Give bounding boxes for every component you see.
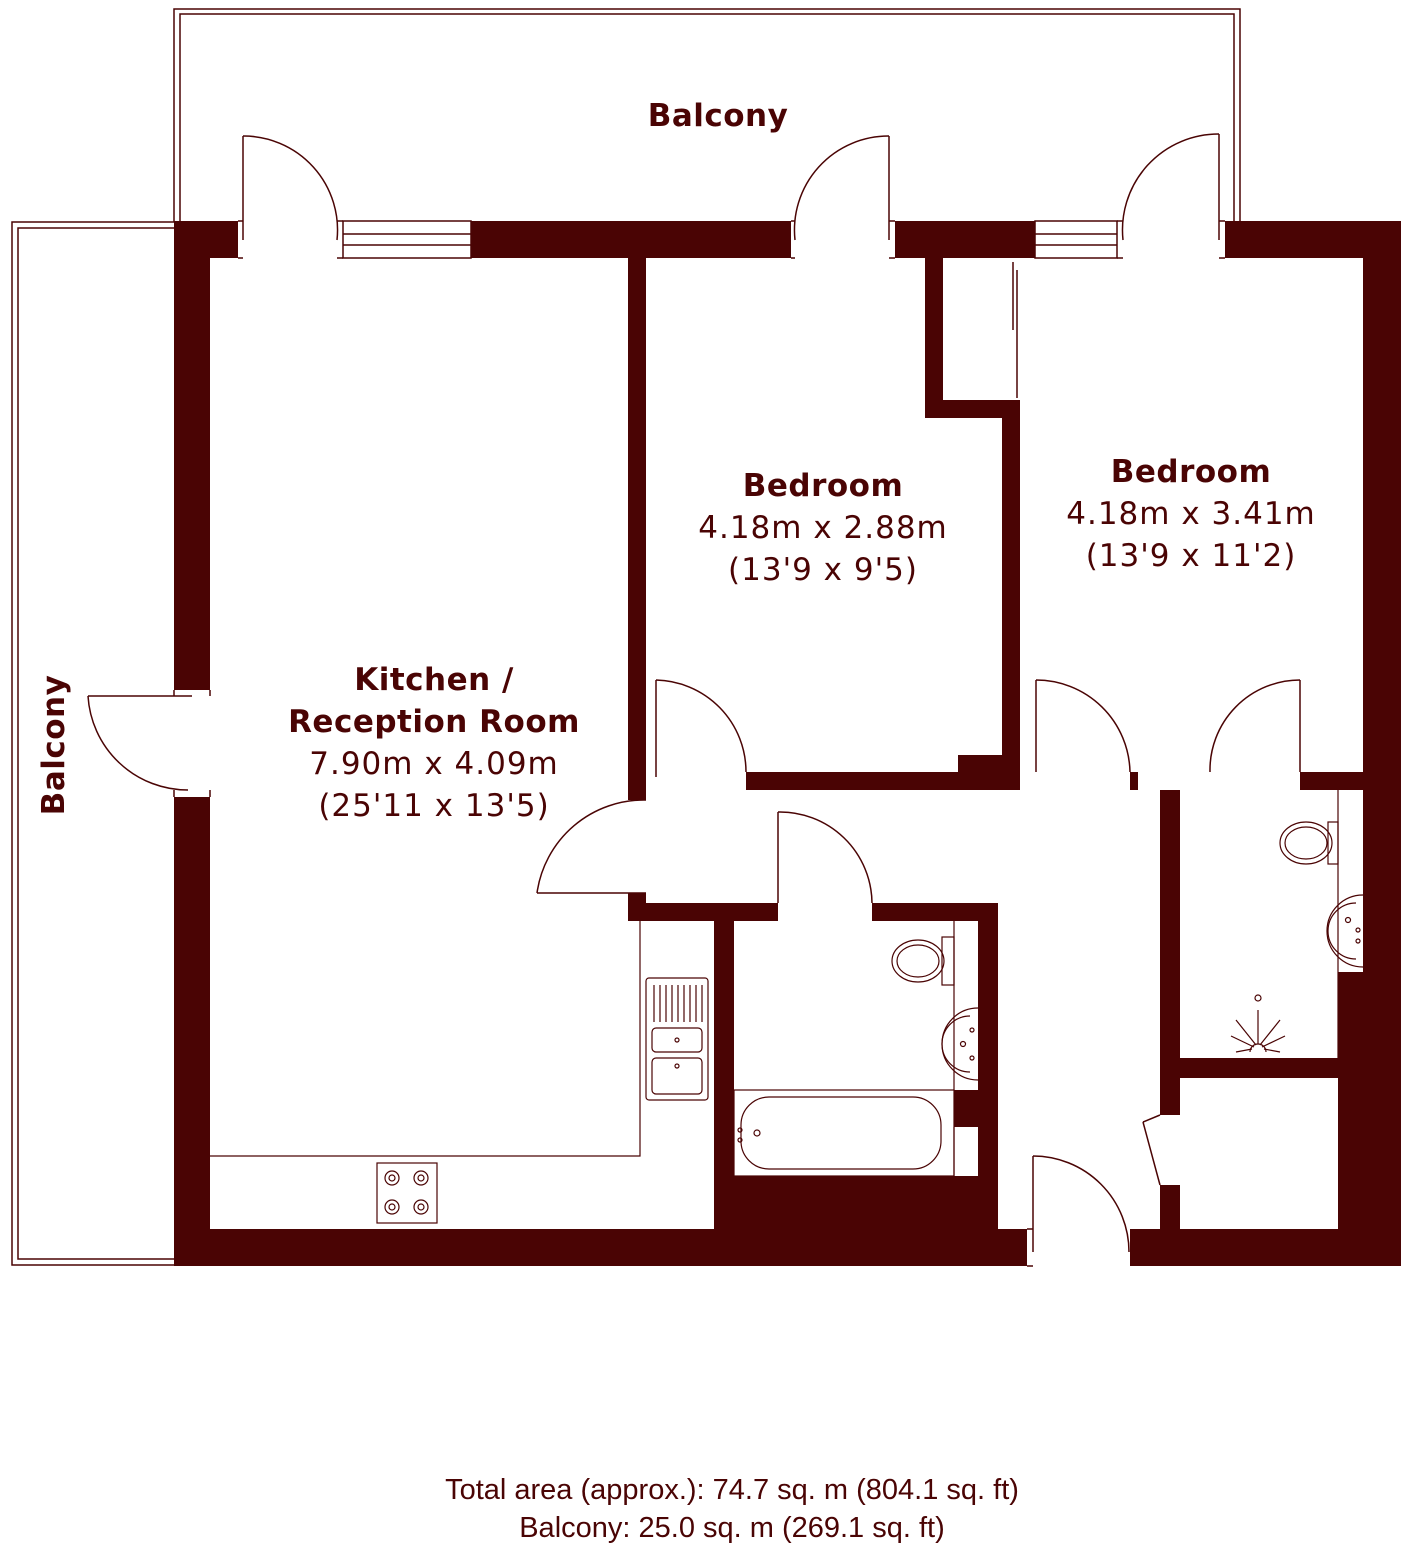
cupboard-door [1142,1114,1161,1186]
balcony-left-label: Balcony [36,675,72,816]
windows [342,220,1118,259]
room-name: Kitchen / [354,662,514,698]
bathroom-fittings [733,921,979,1177]
room-size-imperial: (13'9 x 11'2) [1086,538,1297,574]
ensuite-door [1209,679,1301,773]
wardrobe-doors [1012,262,1018,398]
bedroom-1-label: Bedroom 4.18m x 2.88m (13'9 x 9'5) [698,468,948,588]
total-area-text: Total area (approx.): 74.7 sq. m (804.1 … [445,1474,1019,1506]
room-name: Bedroom [1111,454,1272,490]
shower-icon [1230,994,1286,1053]
ensuite-fittings [1230,790,1364,1058]
sink-icon [645,977,709,1101]
bedroom-1-door [655,679,747,777]
hob-icon [376,1162,438,1224]
balcony-door-side [87,690,211,797]
room-name: Reception Room [288,704,580,740]
toilet-icon [891,936,955,986]
bathroom-door [777,811,873,904]
doors [87,133,1301,1267]
kitchen-units [210,921,709,1224]
area-summary: Total area (approx.): 74.7 sq. m (804.1 … [445,1474,1019,1544]
balcony-area-text: Balcony: 25.0 sq. m (269.1 sq. ft) [519,1512,945,1544]
basin-icon [1326,894,1364,968]
basin-icon [941,1007,979,1081]
balcony-outline-top [173,8,1241,222]
room-size-imperial: (13'9 x 9'5) [728,552,918,588]
room-size-imperial: (25'11 x 13'5) [318,788,549,824]
bedroom-2-door [1035,679,1131,773]
toilet-icon [1279,821,1339,865]
kitchen-door [536,799,647,894]
entrance-door [1027,1155,1130,1267]
room-size-metric: 4.18m x 2.88m [698,510,948,546]
kitchen-reception-label: Kitchen / Reception Room 7.90m x 4.09m (… [288,662,580,824]
room-size-metric: 7.90m x 4.09m [309,746,559,782]
balcony-top-label: Balcony [648,98,789,134]
room-name: Bedroom [743,468,904,504]
bedroom-2-label: Bedroom 4.18m x 3.41m (13'9 x 11'2) [1066,454,1316,574]
balcony-door-right [1117,133,1225,259]
room-size-metric: 4.18m x 3.41m [1066,496,1316,532]
walls [174,221,1401,1266]
bath-icon [733,1089,955,1177]
balcony-door-left [238,135,343,259]
balcony-outline-left [11,221,174,1266]
balcony-door-middle [791,135,895,259]
